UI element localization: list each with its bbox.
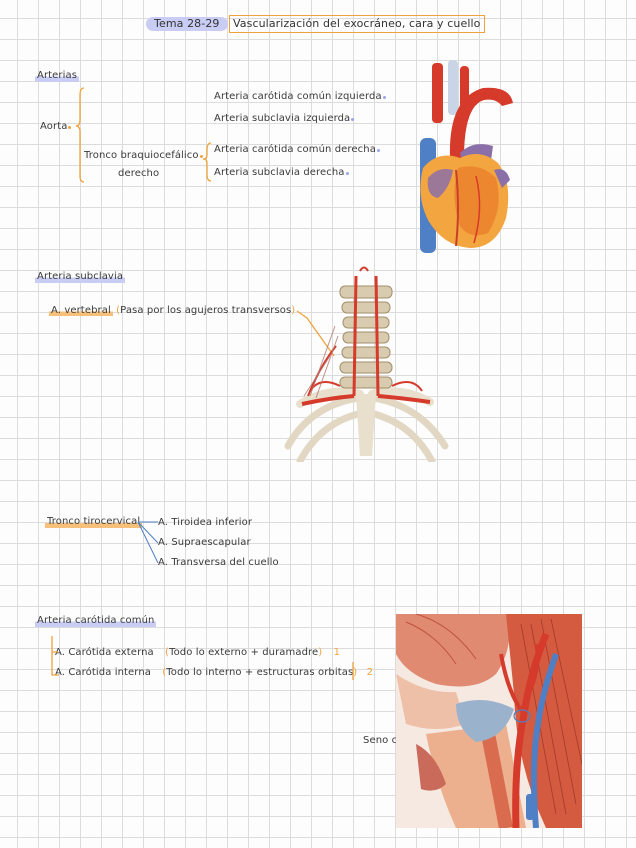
tiro-line-2 bbox=[138, 522, 158, 543]
aorta-bracket bbox=[76, 88, 84, 182]
heart-illustration bbox=[398, 58, 520, 254]
neck-dissection-illustration bbox=[396, 614, 582, 828]
cervical-spine-illustration bbox=[280, 266, 452, 462]
carotida-bracket bbox=[52, 636, 59, 675]
tiro-line-3 bbox=[138, 522, 158, 563]
tronco-bracket bbox=[203, 143, 211, 181]
